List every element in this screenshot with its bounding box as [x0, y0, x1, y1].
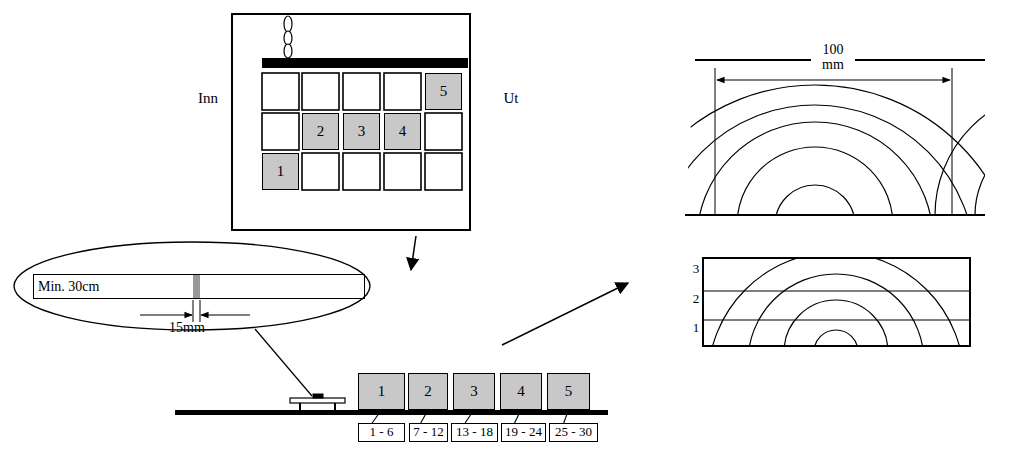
- node-text: 19 - 24: [505, 425, 542, 439]
- detail-lens: [14, 242, 370, 396]
- sample-block: 2: [408, 373, 448, 410]
- range-box: 19 - 24: [501, 423, 546, 442]
- sample-cell: 5: [425, 73, 462, 110]
- sample-block: 5: [547, 373, 590, 410]
- range-box: 13 - 18: [451, 423, 498, 442]
- sample-block: 1: [358, 373, 405, 410]
- node-text: 2: [424, 383, 432, 400]
- board-layers: [703, 252, 970, 459]
- strip-box: Min. 30cm: [33, 274, 365, 299]
- layer-number: 2: [690, 292, 702, 306]
- side-label: Ut: [496, 91, 526, 107]
- node-text: 4: [399, 123, 407, 140]
- dimension-label: 100 mm: [811, 43, 855, 72]
- sample-cell: 3: [343, 113, 380, 150]
- range-box: 1 - 6: [358, 423, 405, 442]
- node-text: 25 - 30: [555, 425, 592, 439]
- layer-number: 3: [690, 262, 702, 276]
- node-text: Min. 30cm: [38, 279, 99, 294]
- node-text: 2: [317, 123, 325, 140]
- layer-number: 1: [690, 321, 702, 335]
- sample-cell: 2: [302, 113, 339, 150]
- node-text: 1: [277, 163, 285, 180]
- leader-line: [421, 410, 428, 423]
- flow-arrow: [502, 283, 628, 345]
- node-text: 5: [565, 383, 573, 400]
- leader-line: [465, 410, 474, 423]
- sample-block: 4: [500, 373, 542, 410]
- node-text: 5: [440, 83, 448, 100]
- sample-cell: 1: [262, 153, 299, 190]
- range-box: 25 - 30: [549, 423, 598, 442]
- sample-cell: 4: [384, 113, 421, 150]
- range-box: 7 - 12: [409, 423, 448, 442]
- node-text: 1 - 6: [370, 425, 394, 439]
- node-text: 4: [517, 383, 525, 400]
- node-text: 7 - 12: [413, 425, 443, 439]
- node-text: 13 - 18: [456, 425, 493, 439]
- node-text: 3: [470, 383, 478, 400]
- side-label: Inn: [188, 91, 228, 107]
- leader-line: [372, 410, 381, 423]
- leader-line: [564, 410, 569, 423]
- flow-arrow: [411, 236, 416, 270]
- dimension-label: 15mm: [162, 321, 212, 336]
- node-text: 3: [358, 123, 366, 140]
- board-section: [610, 60, 1015, 459]
- sample-block: 3: [453, 373, 495, 410]
- leader-line: [515, 410, 522, 423]
- log-section: [232, 14, 470, 230]
- node-text: 1: [378, 383, 386, 400]
